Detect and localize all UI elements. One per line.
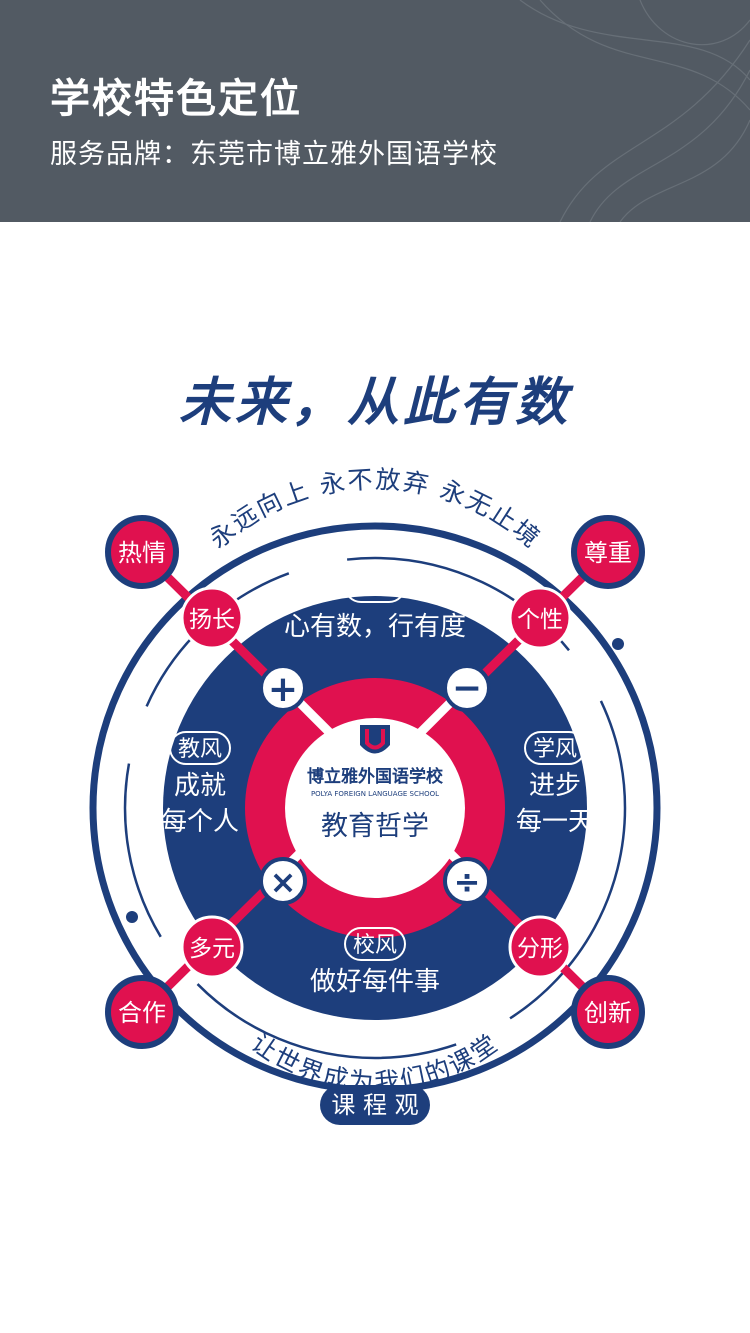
teaching-style-section: 教风 成就 每个人 [161, 731, 239, 837]
node-cooperation: 合作 [105, 975, 179, 1049]
philosophy-diagram: + − × ÷ 热情 尊重 合作 创新 扬长 个性 多元 [89, 465, 661, 1125]
svg-text:成就: 成就 [174, 771, 226, 801]
node-innovation: 创新 [571, 975, 645, 1049]
node-fractal: 分形 [508, 915, 572, 979]
svg-text:学风: 学风 [533, 737, 577, 762]
ring-dot-left [126, 911, 138, 923]
times-operator: × [259, 857, 307, 905]
svg-text:扬长: 扬长 [189, 607, 235, 633]
motto-text: 心有数，行有度 [284, 612, 466, 642]
svg-text:校风: 校风 [353, 933, 397, 958]
center-disc [285, 718, 465, 898]
svg-text:做好每件事: 做好每件事 [310, 967, 440, 997]
logo-text-cn: 博立雅外国语学校 [307, 766, 444, 787]
svg-text:个性: 个性 [517, 607, 563, 633]
node-respect: 尊重 [571, 515, 645, 589]
svg-text:合作: 合作 [118, 999, 166, 1027]
svg-text:尊重: 尊重 [584, 539, 632, 567]
svg-text:+: + [268, 669, 298, 710]
logo-text-en: POLYA FOREIGN LANGUAGE SCHOOL [311, 790, 439, 798]
learning-style-section: 学风 进步 每一天 [516, 731, 594, 837]
center-title: 教育哲学 [321, 811, 429, 842]
svg-text:分形: 分形 [517, 936, 563, 962]
page-subtitle: 服务品牌：东莞市博立雅外国语学校 [50, 139, 498, 170]
svg-text:每个人: 每个人 [161, 807, 239, 837]
outer-ring-top-text: 永远向上 永不放弃 永无止境 [204, 465, 547, 554]
ring-dot-right [612, 638, 624, 650]
svg-text:进步: 进步 [529, 771, 581, 801]
svg-text:教风: 教风 [178, 737, 222, 762]
inner-ring-line [123, 556, 627, 1060]
svg-text:创新: 创新 [584, 999, 632, 1027]
school-logo: 博立雅外国语学校 POLYA FOREIGN LANGUAGE SCHOOL [307, 725, 444, 798]
motto-label: 校训 [353, 575, 397, 600]
node-strengths: 扬长 [180, 586, 244, 650]
svg-text:每一天: 每一天 [516, 807, 594, 837]
slogan-heading: 未来，从此有数 [178, 373, 571, 433]
minus-operator: − [443, 664, 491, 712]
svg-text:−: − [452, 668, 482, 709]
svg-text:多元: 多元 [189, 936, 235, 962]
node-passion: 热情 [105, 515, 179, 589]
divide-operator: ÷ [443, 857, 491, 905]
svg-text:课 程 观: 课 程 观 [331, 1091, 418, 1119]
node-diversity: 多元 [180, 915, 244, 979]
node-individuality: 个性 [508, 586, 572, 650]
page-title: 学校特色定位 [50, 76, 302, 122]
svg-text:热情: 热情 [118, 539, 166, 567]
school-style-section: 校风 做好每件事 [310, 927, 440, 997]
header-banner: 学校特色定位 服务品牌：东莞市博立雅外国语学校 [0, 0, 750, 222]
curriculum-badge: 课 程 观 [320, 1085, 430, 1125]
svg-text:×: × [270, 863, 297, 901]
svg-text:÷: ÷ [454, 863, 481, 901]
motto-section: 校训 心有数，行有度 [284, 569, 466, 642]
decorative-swirl [519, 0, 750, 222]
plus-operator: + [259, 664, 307, 712]
